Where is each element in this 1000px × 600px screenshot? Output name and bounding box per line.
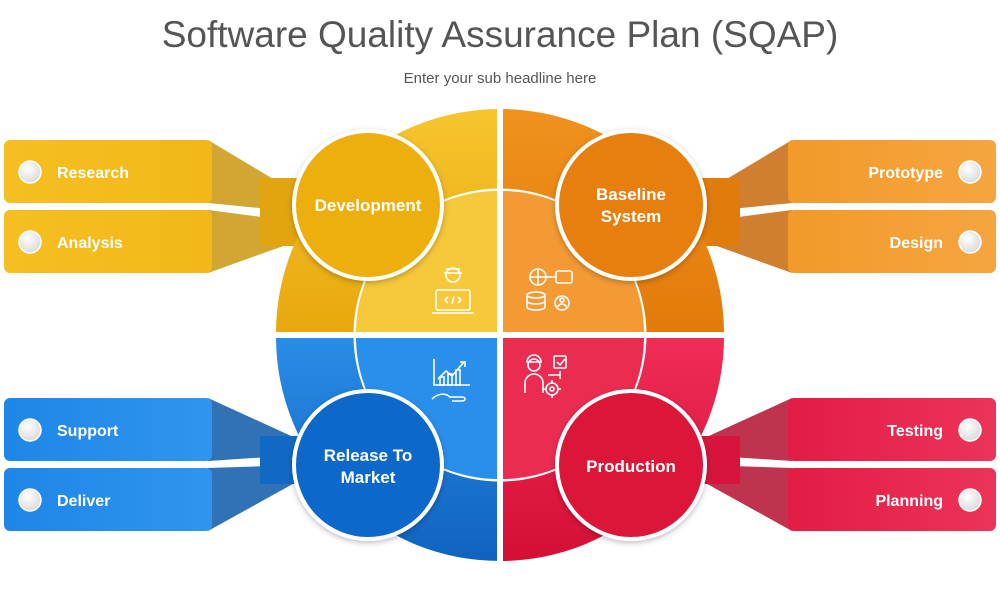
node-title-release-1: Release To [324,446,413,465]
tab-analysis[interactable] [4,210,212,273]
growth-chart-icon [431,359,470,402]
tab-label-design: Design [890,235,943,252]
tab-design[interactable] [788,210,996,273]
tab-dot-deliver [18,488,42,512]
page-title: Software Quality Assurance Plan (SQAP) [161,14,839,55]
tab-dot-prototype [958,160,982,184]
node-title-production: Production [586,457,676,476]
tab-planning[interactable] [788,468,996,531]
tab-dot-testing [958,418,982,442]
page-subtitle: Enter your sub headline here [403,70,597,87]
tab-group-baseline: Prototype Design [680,140,996,273]
tab-testing[interactable] [788,398,996,461]
tab-label-testing: Testing [887,423,943,440]
tab-group-production: Testing Planning [680,398,996,531]
tab-dot-support [18,418,42,442]
tab-label-research: Research [57,165,129,182]
tab-label-analysis: Analysis [57,235,123,252]
tab-label-prototype: Prototype [868,165,943,182]
node-title-baseline-2: System [601,207,661,226]
tab-support[interactable] [4,398,212,461]
node-development[interactable]: Development [292,129,444,281]
worker-gears-icon [524,354,567,398]
node-title-release-2: Market [341,468,396,487]
tab-dot-design [958,230,982,254]
tab-dot-analysis [18,230,42,254]
server-network-icon [526,268,573,311]
developer-laptop-icon [432,267,474,314]
node-baseline[interactable]: Baseline System [555,129,707,281]
tab-research[interactable] [4,140,212,203]
tab-group-development: Research Analysis [4,140,320,273]
node-title-baseline-1: Baseline [596,185,666,204]
node-release[interactable]: Release To Market [292,389,444,541]
tab-prototype[interactable] [788,140,996,203]
tab-dot-planning [958,488,982,512]
tab-dot-research [18,160,42,184]
node-title-development: Development [315,196,422,215]
tab-label-planning: Planning [875,493,943,510]
node-production[interactable]: Production [555,389,707,541]
tab-deliver[interactable] [4,468,212,531]
tab-label-support: Support [57,423,119,440]
tab-group-release: Support Deliver [4,398,320,531]
tab-label-deliver: Deliver [57,493,110,510]
